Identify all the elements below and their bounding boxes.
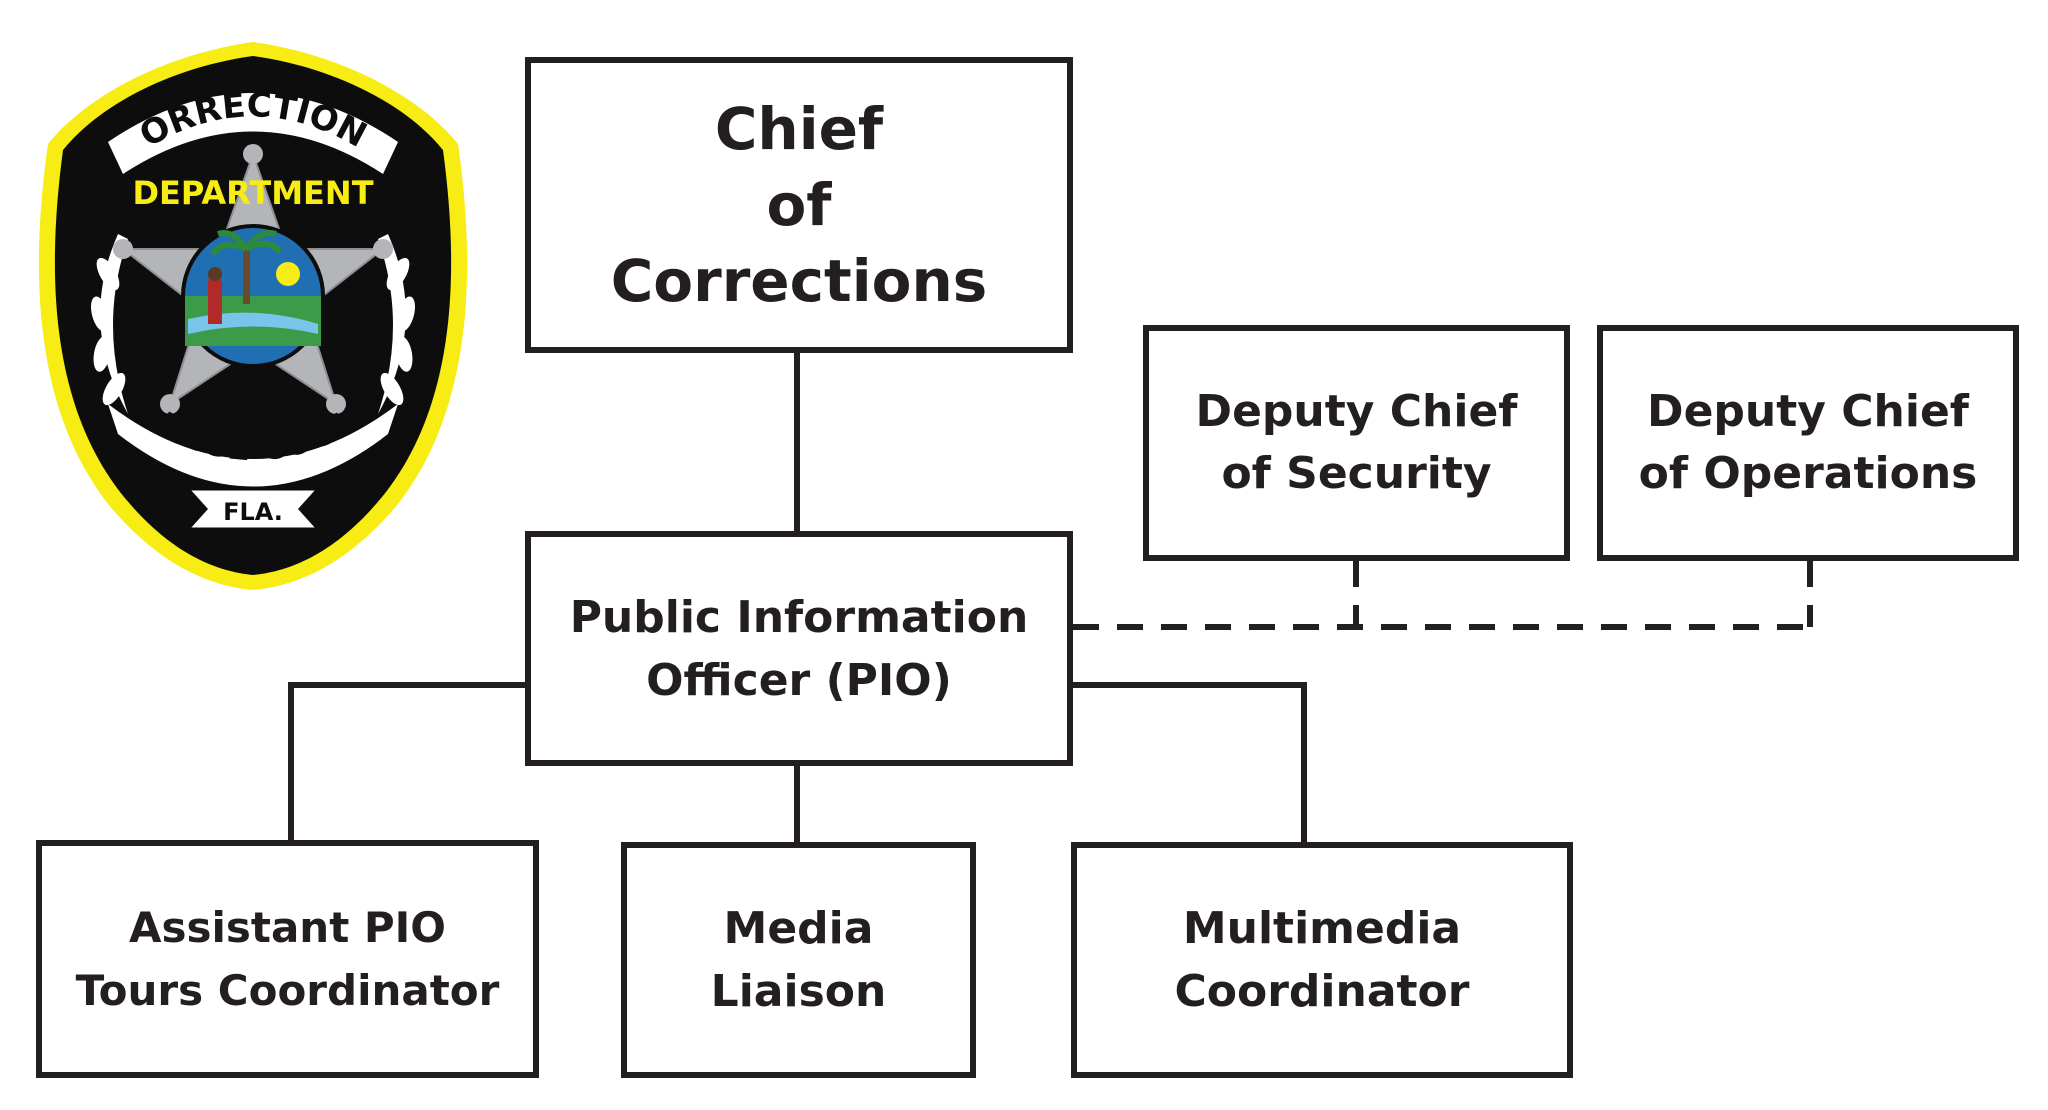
pio-line-2: Officer (PIO)	[646, 654, 952, 706]
badge-ribbon-text: FLA.	[223, 498, 283, 526]
pio-to-assistant-line	[288, 682, 525, 840]
deputy-security-line-1: Deputy Chief	[1195, 386, 1518, 437]
multimedia-line-2: Coordinator	[1174, 966, 1470, 1017]
deputy-operations-line-2: of Operations	[1638, 448, 1978, 499]
pio-to-multimedia-line	[1073, 682, 1307, 842]
chief-line-3: Corrections	[610, 247, 988, 315]
chief-line-2: of	[766, 171, 832, 239]
pio-line-1: Public Information	[569, 591, 1029, 643]
chief-of-corrections-box: Chief of Corrections	[525, 57, 1073, 353]
multimedia-line-1: Multimedia	[1182, 903, 1462, 954]
media-line-1: Media	[723, 903, 874, 954]
deputy-security-line-2: of Security	[1221, 448, 1492, 499]
corrections-badge-logo: CORRECTIONS DEPARTMENT	[38, 34, 468, 590]
deputy-chief-security-box: Deputy Chief of Security	[1143, 325, 1570, 561]
public-information-officer-box: Public Information Officer (PIO)	[525, 531, 1073, 766]
media-line-2: Liaison	[710, 966, 887, 1017]
assistant-pio-box: Assistant PIO Tours Coordinator	[36, 840, 539, 1078]
assistant-pio-line-1: Assistant PIO	[128, 903, 447, 952]
deputy-chief-operations-box: Deputy Chief of Operations	[1597, 325, 2019, 561]
media-liaison-box: Media Liaison	[621, 842, 976, 1078]
deputy-operations-line-1: Deputy Chief	[1647, 386, 1969, 437]
assistant-pio-line-2: Tours Coordinator	[75, 966, 500, 1015]
chief-line-1: Chief	[714, 95, 884, 163]
badge-department-text: DEPARTMENT	[132, 174, 373, 212]
multimedia-coordinator-box: Multimedia Coordinator	[1071, 842, 1573, 1078]
